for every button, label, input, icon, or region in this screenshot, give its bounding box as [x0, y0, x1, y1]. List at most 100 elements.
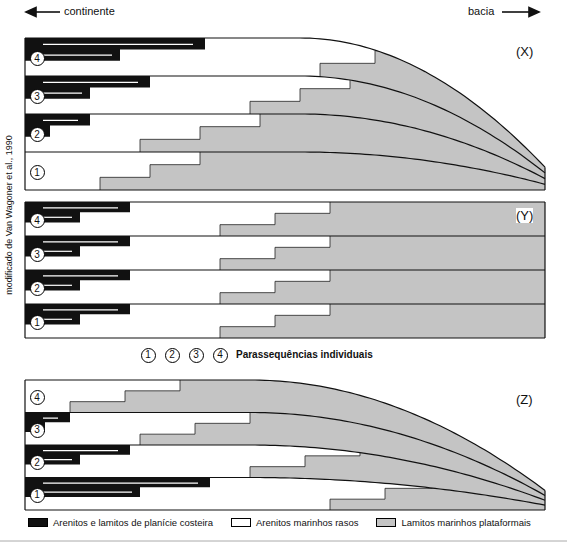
tongue: [43, 319, 72, 320]
tongue: [43, 251, 72, 252]
tongue: [43, 450, 118, 451]
tongue: [43, 44, 193, 45]
callout-number: 1: [34, 318, 40, 328]
panel: [20, 375, 565, 520]
legend: Arenitos e lamitos de planície costeira A…: [28, 517, 549, 528]
tongue: [43, 241, 118, 242]
legend-swatch: [376, 518, 396, 527]
legend-text: Arenitos marinhos rasos: [256, 517, 358, 528]
source-note: modificado de Van Wagoner et al., 1990: [4, 135, 14, 295]
legend-item: Arenitos marinhos rasos: [231, 517, 358, 528]
callout-number: 3: [34, 425, 40, 435]
parasequence-number: 3: [189, 348, 204, 363]
parasequence-number: 1: [30, 165, 45, 180]
panel-label: (Z): [516, 392, 533, 407]
parasequence-boundary: [25, 445, 545, 500]
parasequence-boundary: [25, 76, 545, 173]
tongue: [43, 492, 132, 493]
callout-number: 2: [169, 350, 175, 360]
callout-number: 2: [34, 130, 40, 140]
callout-number: 4: [34, 393, 40, 403]
panel-edge: [24, 380, 25, 510]
parasequence-boundary: [25, 303, 545, 304]
parasequence-band: [20, 71, 565, 200]
panel-edge: [544, 491, 545, 511]
callout-number: 3: [34, 92, 40, 102]
parasequence-boundary: [25, 114, 545, 179]
parasequence-band: [20, 265, 565, 348]
parasequence-boundary: [25, 38, 545, 167]
callout-number: 2: [34, 458, 40, 468]
callout-number: 4: [217, 350, 223, 360]
legend-item: Arenitos e lamitos de planície costeira: [28, 517, 213, 528]
parasequence-number: 2: [30, 455, 45, 470]
panel-edge: [24, 38, 25, 190]
panel-edge: [544, 167, 545, 190]
parasequence-boundary: [25, 478, 545, 506]
parasequence-number: 2: [30, 281, 45, 296]
tongue: [43, 54, 112, 55]
tongue: [43, 82, 138, 83]
bottom-rule: [0, 541, 567, 542]
tongue: [43, 417, 58, 418]
tongue: [43, 285, 72, 286]
panel-label: (Y): [516, 208, 533, 223]
parasequence-boundary: [25, 413, 545, 496]
callout-number: 3: [34, 250, 40, 260]
parasequence-number: 1: [30, 488, 45, 503]
panel: [20, 197, 565, 348]
parasequence-boundary: [25, 509, 545, 510]
parasequence-number: 3: [30, 89, 45, 104]
parasequence-number: 3: [30, 423, 45, 438]
callout-number: 3: [193, 350, 199, 360]
legend-item: Lamitos marinhos plataformais: [376, 517, 530, 528]
panel-edge: [24, 202, 25, 338]
parasequence-number: 2: [30, 127, 45, 142]
parasequence-number: 4: [30, 213, 45, 228]
parasequence-boundary: [25, 152, 545, 184]
parasequence-number: 4: [213, 348, 228, 363]
tongue: [43, 275, 118, 276]
parasequence-number: 2: [165, 348, 180, 363]
parasequence-number: 4: [30, 390, 45, 405]
legend-swatch: [28, 518, 48, 527]
direction-label: bacia: [468, 5, 494, 17]
callout-number: 1: [34, 490, 40, 500]
tongue: [43, 120, 78, 121]
coastal-plain: [20, 33, 205, 61]
shelf-mud: [220, 299, 565, 348]
tongue: [43, 482, 198, 483]
panel: [20, 33, 565, 200]
parasequence-number: 1: [30, 315, 45, 330]
parasequence-band: [25, 375, 565, 520]
parasequence-boundary: [25, 189, 545, 190]
callout-number: 4: [34, 216, 40, 226]
shelf-mud: [220, 197, 565, 348]
parasequence-boundary: [25, 380, 545, 491]
panel-label: (X): [516, 44, 533, 59]
parasequence-boundary: [25, 337, 545, 338]
direction-label: continente: [64, 5, 115, 17]
legend-swatch: [231, 518, 251, 527]
tongue: [43, 309, 118, 310]
parasequence-number: 3: [30, 247, 45, 262]
parasequence-number: 4: [30, 51, 45, 66]
tongue: [43, 459, 72, 460]
parasequence-boundary: [25, 269, 545, 270]
parasequence-boundary: [25, 235, 545, 236]
parasequence-panels: [20, 33, 565, 520]
parasequence-number: 1: [141, 348, 156, 363]
caption-label: Parassequências individuais: [236, 349, 373, 360]
tongue: [43, 207, 118, 208]
tongue: [43, 217, 72, 218]
parasequence-band: [20, 33, 565, 200]
legend-text: Arenitos e lamitos de planície costeira: [53, 517, 213, 528]
panel-edge: [544, 202, 545, 338]
shelf-mud: [320, 33, 565, 200]
callout-number: 1: [145, 350, 151, 360]
shelf-mud: [220, 265, 565, 348]
parasequence-band: [20, 197, 565, 348]
callout-number: 1: [34, 168, 40, 178]
parasequence-band: [20, 408, 565, 521]
